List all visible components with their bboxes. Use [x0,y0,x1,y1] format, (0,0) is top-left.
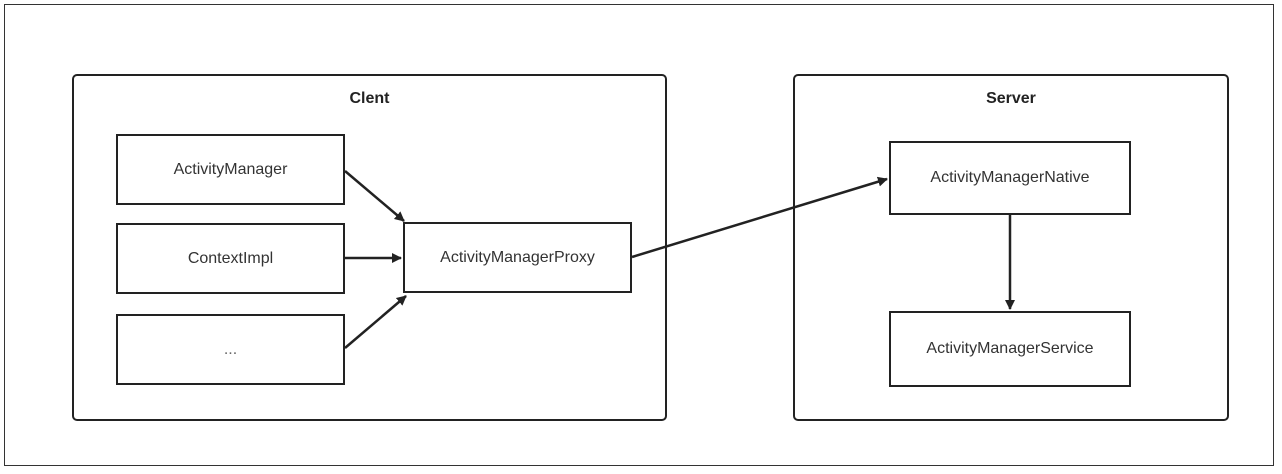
node-activity-manager-native: ActivityManagerNative [889,141,1131,215]
node-activity-manager-proxy: ActivityManagerProxy [403,222,632,293]
client-group-title: Clent [349,90,390,107]
node-context-impl: ContextImpl [116,223,345,294]
edge-proxy-to-native [631,176,888,259]
server-group: Server [793,74,1229,421]
node-activity-manager: ActivityManager [116,134,345,205]
node-ellipsis: ... [116,314,345,385]
node-activity-manager-service: ActivityManagerService [889,311,1131,387]
edge-ellipsis-to-proxy [344,295,407,349]
diagram-frame [4,4,1274,466]
server-group-title: Server [986,90,1036,107]
edge-activity-manager-to-proxy [344,170,405,222]
